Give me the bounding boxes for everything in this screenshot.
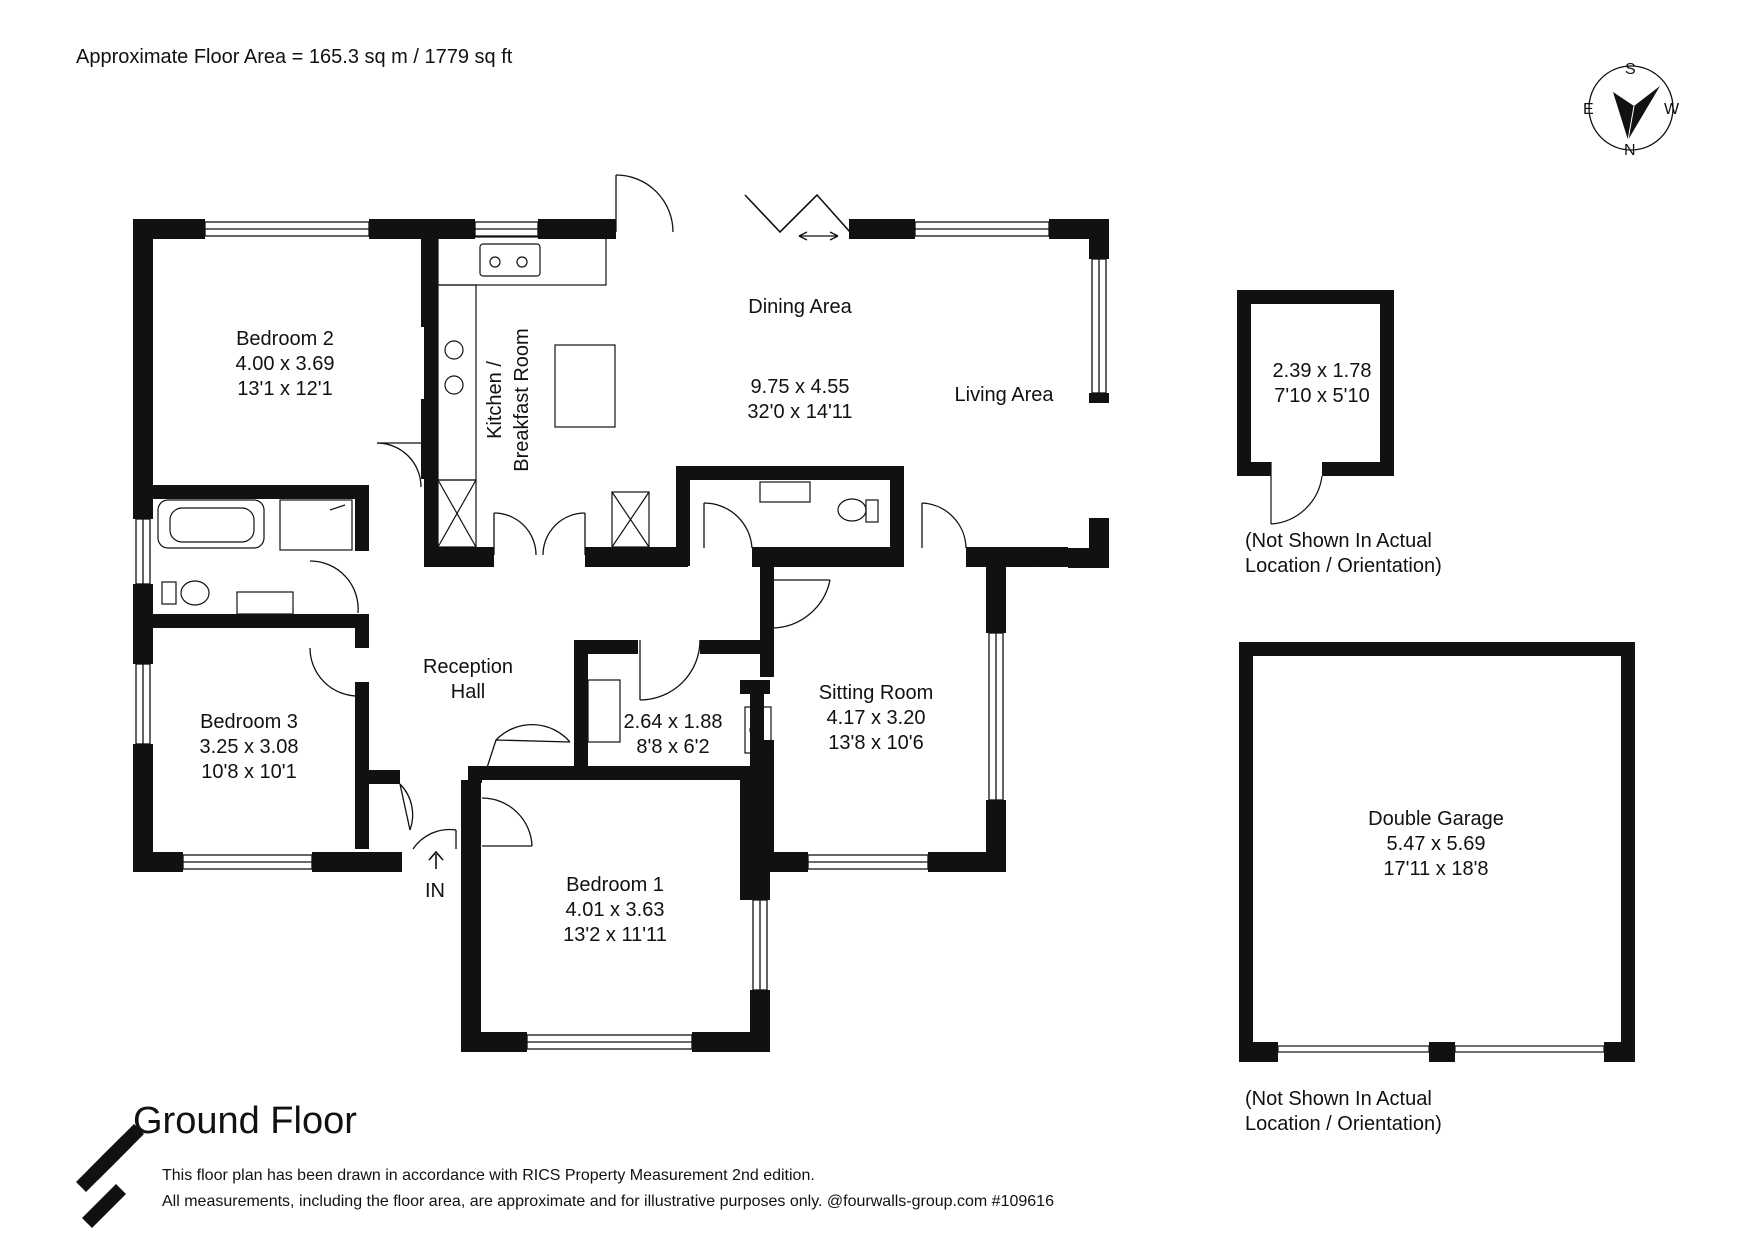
compass-s: S (1625, 61, 1636, 78)
entrance-label: IN (425, 880, 445, 902)
bedroom1-imperial: 13'2 x 11'11 (563, 924, 667, 946)
dining-name: Dining Area (748, 296, 852, 318)
garage-walls (1239, 642, 1635, 1062)
doors (309, 174, 967, 850)
kitchen-name-2: Breakfast Room (511, 328, 533, 471)
garage-metric: 5.47 x 5.69 (1387, 833, 1486, 855)
compass-icon: S E W N (1583, 61, 1680, 159)
fixtures (157, 236, 879, 754)
bedroom1-name: Bedroom 1 (566, 874, 664, 896)
sitting-name: Sitting Room (819, 682, 934, 704)
entrance-arrow-icon (428, 850, 444, 869)
bedroom3-name: Bedroom 3 (200, 711, 298, 733)
garage-note-1: (Not Shown In Actual (1245, 1088, 1432, 1110)
windows (135, 221, 1107, 1050)
utility-metric: 2.64 x 1.88 (624, 711, 723, 733)
bedroom2-imperial: 13'1 x 12'1 (237, 378, 333, 400)
footer-line-1: This floor plan has been drawn in accord… (162, 1167, 815, 1184)
store-note-2: Location / Orientation) (1245, 555, 1442, 577)
floor-title: Ground Floor (133, 1100, 357, 1142)
compass-e: E (1583, 101, 1594, 118)
house-walls (133, 219, 1109, 1052)
dining-metric: 9.75 x 4.55 (751, 376, 850, 398)
floor-area-text: Approximate Floor Area = 165.3 sq m / 17… (76, 46, 513, 68)
dining-imperial: 32'0 x 14'11 (747, 401, 852, 423)
garage-name: Double Garage (1368, 808, 1504, 830)
compass-w: W (1664, 101, 1680, 118)
bedroom3-metric: 3.25 x 3.08 (200, 736, 299, 758)
garage-note-2: Location / Orientation) (1245, 1113, 1442, 1135)
garage-doors (1277, 1045, 1605, 1053)
garage-imperial: 17'11 x 18'8 (1383, 858, 1488, 880)
store-door (1270, 462, 1323, 525)
store-walls (1237, 290, 1394, 476)
company-logo-icon (76, 1124, 144, 1228)
footer-line-2: All measurements, including the floor ar… (162, 1193, 1054, 1210)
sitting-imperial: 13'8 x 10'6 (828, 732, 924, 754)
bedroom1-metric: 4.01 x 3.63 (566, 899, 665, 921)
store-imperial: 7'10 x 5'10 (1274, 385, 1370, 407)
reception-name-2: Hall (451, 681, 485, 703)
reception-name-1: Reception (423, 656, 513, 678)
sitting-metric: 4.17 x 3.20 (827, 707, 926, 729)
compass-n: N (1624, 142, 1636, 159)
utility-imperial: 8'8 x 6'2 (636, 736, 709, 758)
bedroom2-metric: 4.00 x 3.69 (236, 353, 335, 375)
bedroom2-name: Bedroom 2 (236, 328, 334, 350)
kitchen-name-1: Kitchen / (484, 361, 506, 439)
living-name: Living Area (955, 384, 1055, 406)
store-metric: 2.39 x 1.78 (1273, 360, 1372, 382)
store-note-1: (Not Shown In Actual (1245, 530, 1432, 552)
bedroom3-imperial: 10'8 x 10'1 (201, 761, 297, 783)
